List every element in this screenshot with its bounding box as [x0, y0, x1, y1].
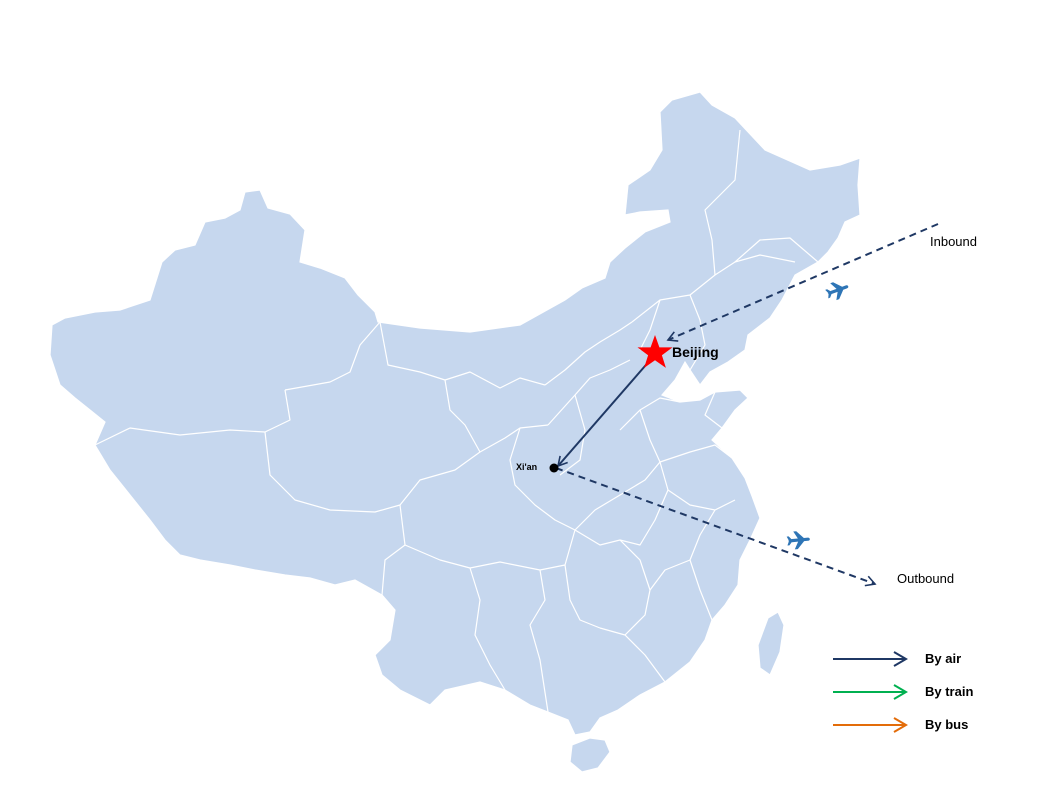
legend-arrow-bus [833, 717, 908, 733]
legend-arrow-air [833, 651, 908, 667]
taiwan-island [757, 611, 785, 676]
outbound-label: Outbound [897, 571, 955, 586]
mainland-shape [49, 91, 861, 736]
hainan-island [569, 737, 611, 773]
airplane-icon [825, 282, 849, 301]
legend-label-bus: By bus [925, 717, 969, 732]
legend-label-train: By train [925, 684, 974, 699]
legend-item-train: By train [832, 682, 1012, 702]
province-borders [94, 129, 819, 713]
city-label-beijing: Beijing [672, 344, 719, 360]
legend-label-air: By air [925, 651, 962, 666]
beijing-xian-air-route [556, 357, 653, 468]
dot-icon [549, 463, 559, 473]
red-star-icon [637, 335, 673, 368]
outbound-route [555, 467, 877, 587]
legend-item-bus: By bus [832, 715, 1012, 735]
city-label-xian: Xi'an [516, 462, 538, 472]
inbound-route [666, 223, 939, 342]
airplane-icon [786, 531, 810, 550]
legend-arrow-train [833, 684, 908, 700]
legend-item-air: By air [832, 649, 1012, 669]
inbound-label: Inbound [930, 234, 977, 249]
